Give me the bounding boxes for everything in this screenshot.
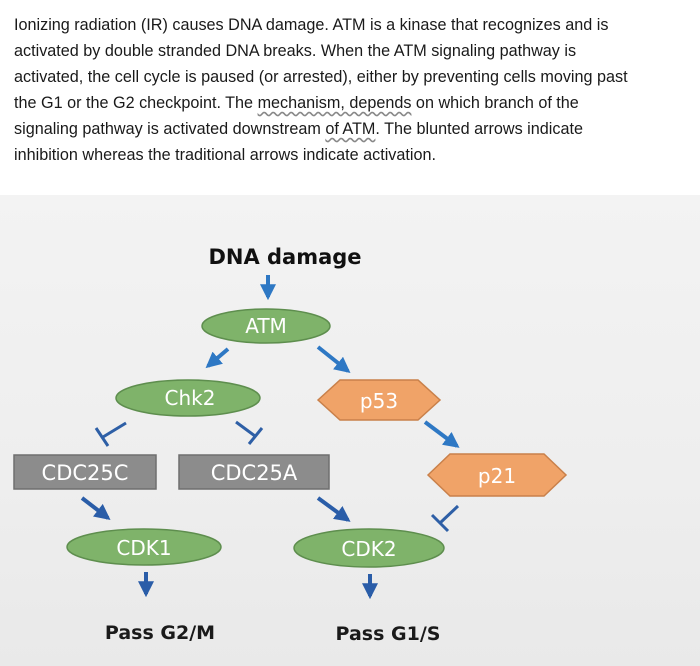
atm-label: ATM bbox=[245, 314, 287, 338]
spellcheck-underlined-atm: of ATM bbox=[325, 120, 376, 138]
inhibit-p21-cdk2 bbox=[430, 504, 460, 533]
arrow-cdc25c-to-cdk1 bbox=[80, 496, 111, 520]
arrow-atm-to-chk2 bbox=[205, 347, 230, 369]
paragraph-line-3: activated, the cell cycle is paused (or … bbox=[14, 68, 628, 86]
paragraph-line-4: the G1 or the G2 checkpoint. The mechani… bbox=[14, 90, 698, 116]
p53-node bbox=[316, 379, 442, 421]
diagram-title: DNA damage bbox=[208, 245, 361, 269]
cdc25c-node bbox=[13, 454, 157, 490]
cdk1-label: CDK1 bbox=[116, 536, 171, 560]
cdc25a-label: CDC25A bbox=[211, 461, 298, 485]
diagram-photo-background bbox=[0, 195, 700, 666]
outcome-g2m: Pass G2/M bbox=[105, 622, 215, 644]
paragraph-line-5: signaling pathway is activated downstrea… bbox=[14, 116, 698, 142]
chk2-label: Chk2 bbox=[165, 386, 216, 410]
arrow-p53-to-p21 bbox=[423, 420, 460, 448]
cdk1-node bbox=[66, 528, 222, 566]
cdk2-label: CDK2 bbox=[341, 537, 396, 561]
paragraph-line-4-end: on which branch of the bbox=[411, 94, 579, 112]
spellcheck-underlined-mechanism: mechanism, depends bbox=[257, 94, 412, 112]
chk2-node bbox=[115, 379, 261, 417]
cdk2-node bbox=[293, 528, 445, 568]
paragraph-line-6: inhibition whereas the traditional arrow… bbox=[14, 146, 437, 164]
p53-label: p53 bbox=[360, 389, 398, 413]
cdc25a-node bbox=[178, 454, 330, 490]
cdc25c-label: CDC25C bbox=[42, 461, 129, 485]
arrow-atm-to-p53 bbox=[316, 345, 351, 373]
question-paragraph: Ionizing radiation (IR) causes DNA damag… bbox=[14, 12, 698, 168]
paragraph-line-2: activated by double stranded DNA breaks.… bbox=[14, 42, 577, 60]
paragraph-line-4-start: the G1 or the G2 checkpoint. The bbox=[14, 94, 258, 112]
outcome-g1s: Pass G1/S bbox=[336, 623, 441, 645]
p21-node bbox=[426, 453, 568, 497]
paragraph-line-1: Ionizing radiation (IR) causes DNA damag… bbox=[14, 16, 609, 34]
paragraph-line-5-start: signaling pathway is activated downstrea… bbox=[14, 120, 326, 138]
inhibit-chk2-cdc25a bbox=[235, 420, 264, 445]
p21-label: p21 bbox=[478, 464, 516, 488]
atm-node bbox=[201, 308, 331, 344]
inhibit-chk2-cdc25c bbox=[94, 421, 127, 447]
paragraph-line-5-end: . The blunted arrows indicate bbox=[375, 120, 583, 138]
arrow-cdc25a-to-cdk2 bbox=[316, 496, 351, 522]
